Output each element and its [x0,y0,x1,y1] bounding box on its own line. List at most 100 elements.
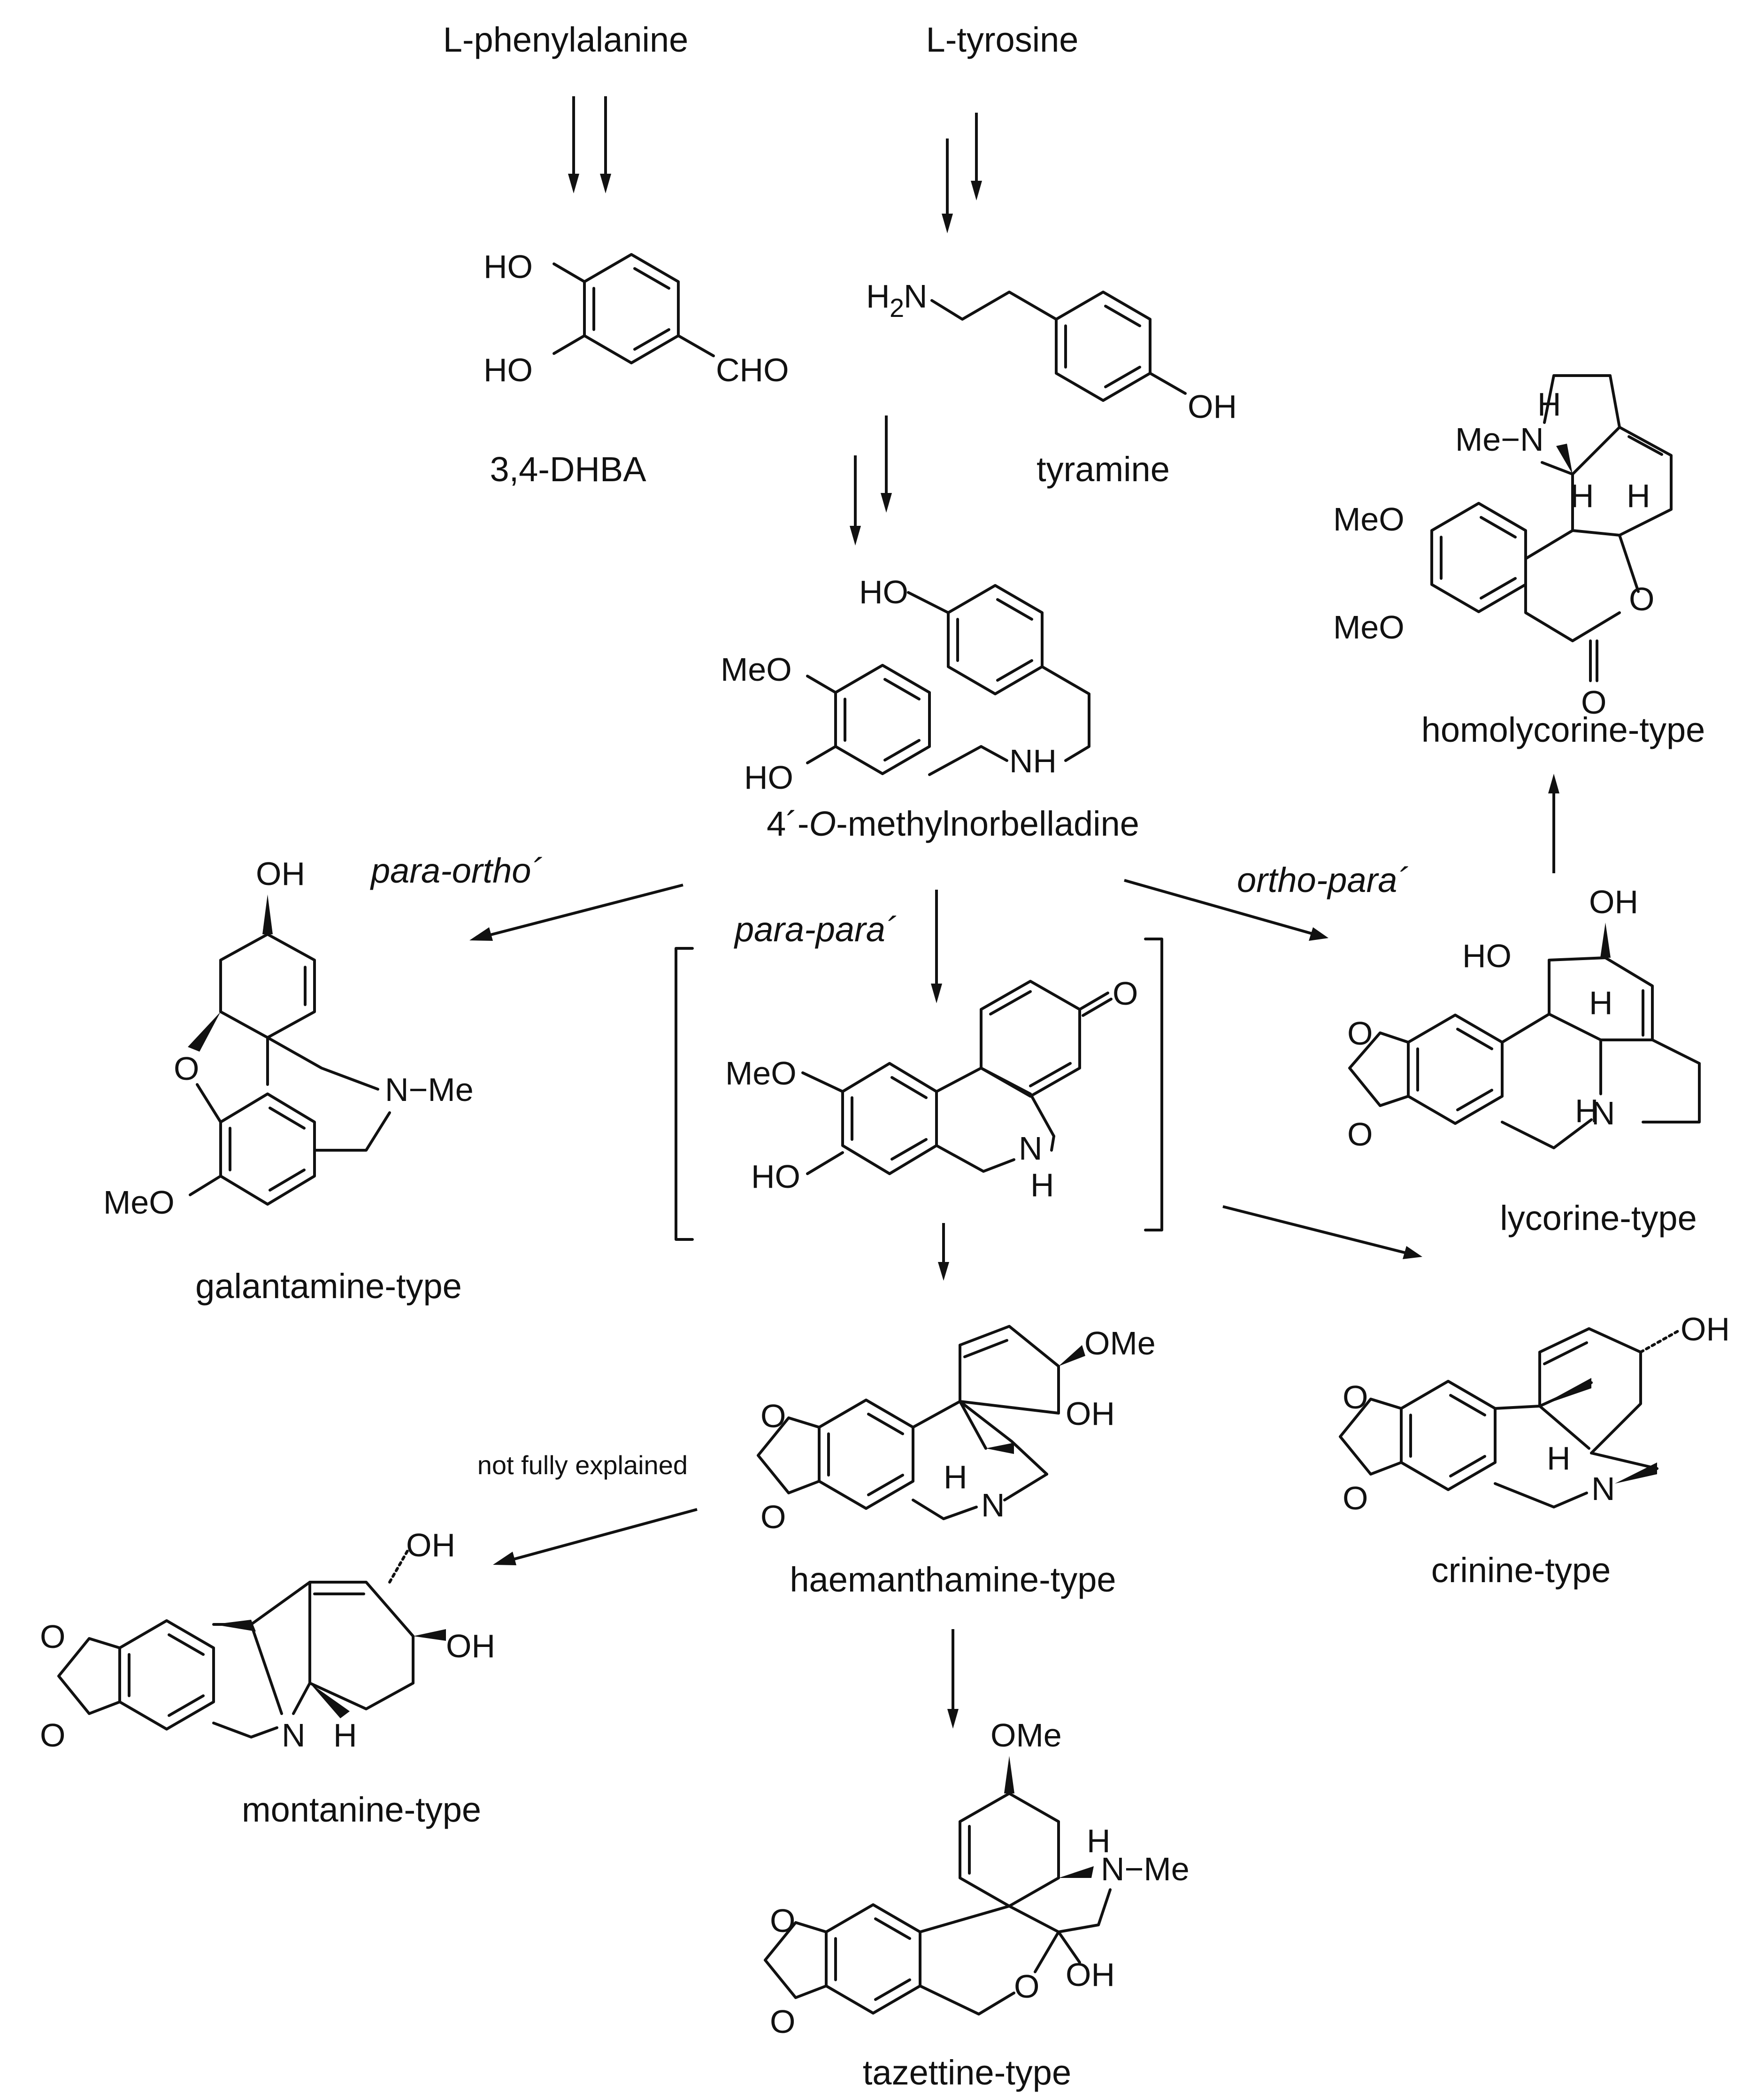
crinine-structure: OH H N O O [1339,1311,1730,1516]
crinine-h: H [1547,1440,1571,1477]
l-tyrosine-label: L-tyrosine [926,20,1079,59]
bracket-right [1144,938,1163,1231]
galantamine-n-me: N−Me [385,1071,474,1108]
haemanthamine-o-1: O [760,1398,786,1434]
galantamine-o: O [174,1050,199,1087]
tazettine-h: H [1087,1823,1111,1859]
arrow-tyr-to-tyramine [942,113,982,233]
homolycorine-h3: H [1627,477,1651,514]
montanine-h: H [333,1717,357,1754]
tazettine-oh: OH [1066,1956,1115,1993]
montanine-oh-1: OH [406,1527,455,1563]
crinine-n: N [1591,1470,1615,1507]
norbelladine-label-suffix: -methylnorbelladine [836,804,1139,843]
tazettine-structure: OMe H N−Me OH O O O [764,1717,1190,2040]
arrow-to-galantamine [469,884,683,941]
homolycorine-o-carbonyl: O [1581,684,1606,721]
not-fully-explained-label: not fully explained [477,1450,688,1480]
spiro-intermediate: MeO HO N H O [675,938,1163,1241]
tyramine-h-subscript: 2 [890,293,904,323]
dhba-cho: CHO [716,352,789,388]
lycorine-ho: HO [1462,938,1512,974]
crinine-label: crinine-type [1431,1551,1611,1590]
montanine-o-2: O [40,1717,65,1754]
haemanthamine-o-2: O [760,1499,786,1535]
tazettine-o-ring: O [1014,1968,1039,2005]
norbelladine-label-prefix: 4´- [767,804,809,843]
homolycorine-meo-1: MeO [1333,501,1405,538]
montanine-n: N [282,1717,306,1754]
tazettine-o-2: O [770,2003,795,2040]
homolycorine-o-ring: O [1629,581,1654,617]
tyramine-structure: H 2 N OH [866,278,1237,425]
norbelladine-structure: HO NH MeO HO [721,574,1090,796]
para-ortho-label: para-ortho´ [370,851,543,890]
tazettine-n-me: N−Me [1101,1851,1190,1887]
dhba-structure: HO HO CHO [484,248,789,388]
galantamine-structure: OH O N−Me MeO [103,855,474,1221]
spiro-ho: HO [751,1158,800,1195]
arrow-to-montanine [493,1508,698,1565]
montanine-label: montanine-type [242,1790,481,1829]
lycorine-o-2: O [1347,1116,1373,1153]
norbelladine-meo: MeO [721,651,792,688]
haemanthamine-structure: OMe OH H N O O [757,1325,1156,1535]
galantamine-label: galantamine-type [195,1267,462,1306]
montanine-structure: OH OH H N O O [40,1527,495,1754]
homolycorine-meo-2: MeO [1333,609,1405,646]
crinine-o-2: O [1343,1480,1368,1516]
l-phenylalanine-label: L-phenylalanine [443,20,689,59]
lycorine-oh: OH [1589,884,1638,920]
crinine-oh: OH [1681,1311,1730,1347]
lycorine-o-1: O [1347,1015,1373,1052]
arrow-phe-to-dhba [568,96,611,193]
spiro-meo: MeO [725,1055,797,1092]
haemanthamine-oh: OH [1066,1395,1115,1432]
spiro-n: N [1019,1130,1043,1167]
tazettine-label: tazettine-type [863,2053,1071,2092]
tyramine-n: N [904,278,928,315]
haemanthamine-h: H [944,1459,967,1495]
lycorine-h1: H [1589,985,1613,1021]
spiro-h: H [1030,1167,1054,1203]
galantamine-oh: OH [256,855,305,892]
montanine-oh-2: OH [446,1628,495,1664]
tyramine-label: tyramine [1036,450,1170,489]
tyramine-h: H [866,278,890,315]
lycorine-n: N [1591,1095,1615,1131]
bracket-left [675,947,694,1241]
lycorine-label: lycorine-type [1500,1199,1697,1238]
arrow-to-spiro [931,890,942,1003]
norbelladine-label-italic: O [809,804,837,843]
spiro-o: O [1113,975,1138,1012]
homolycorine-label: homolycorine-type [1421,710,1705,749]
haemanthamine-label: haemanthamine-type [790,1560,1116,1599]
homolycorine-me-n: Me−N [1455,421,1544,458]
homolycorine-h2: H [1570,477,1594,514]
tazettine-ome: OMe [990,1717,1062,1754]
crinine-o-1: O [1343,1379,1368,1415]
dhba-ho-1: HO [484,248,533,285]
haemanthamine-ome: OMe [1084,1325,1156,1362]
dhba-ho-2: HO [484,352,533,388]
homolycorine-structure: Me−N H H H O O MeO MeO [1333,374,1673,721]
para-para-label: para-para´ [734,910,897,949]
arrow-to-haemanthamine [938,1223,949,1281]
arrow-to-crinine [1222,1205,1422,1259]
norbelladine-nh: NH [1009,743,1057,779]
tyramine-oh: OH [1188,388,1237,425]
dhba-label: 3,4-DHBA [490,450,646,489]
tazettine-o-1: O [770,1902,795,1939]
arrow-to-norbelladine [850,415,892,546]
montanine-o-1: O [40,1618,65,1655]
norbelladine-ho: HO [744,759,793,796]
norbelladine-ho-top: HO [859,574,908,610]
arrow-lycorine-to-homolycorine [1548,774,1559,873]
lycorine-structure: OH HO H H N O O [1347,884,1701,1153]
norbelladine-label: 4´-O-methylnorbelladine [767,804,1139,843]
arrow-to-lycorine [1124,879,1328,941]
galantamine-meo: MeO [103,1184,175,1221]
ortho-para-label: ortho-para´ [1237,861,1409,900]
